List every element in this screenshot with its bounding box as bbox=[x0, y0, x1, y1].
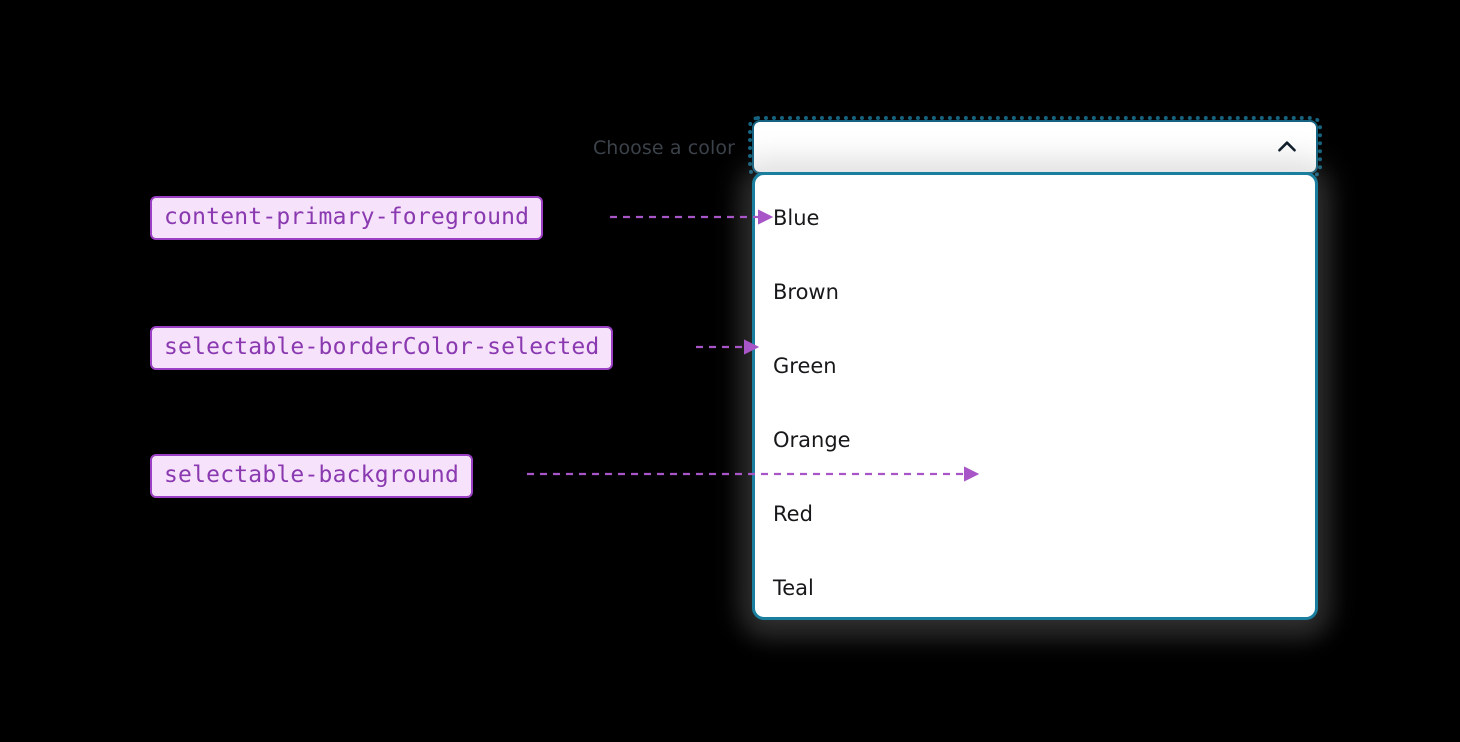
dropdown-option-orange[interactable]: Orange bbox=[773, 428, 851, 452]
annotation-token-selectable-background: selectable-background bbox=[150, 454, 473, 499]
color-select-control[interactable] bbox=[752, 120, 1318, 174]
dropdown-option-list: Blue Brown Green Orange Red Teal bbox=[755, 175, 1315, 617]
field-label: Choose a color bbox=[592, 137, 735, 159]
color-dropdown-panel[interactable]: Blue Brown Green Orange Red Teal bbox=[752, 172, 1318, 620]
annotation-token-selectable-bordercolor-selected: selectable-borderColor-selected bbox=[150, 326, 614, 371]
dropdown-option-green[interactable]: Green bbox=[773, 354, 837, 378]
dropdown-option-brown[interactable]: Brown bbox=[773, 280, 839, 304]
dropdown-option-blue[interactable]: Blue bbox=[773, 206, 820, 230]
dropdown-option-teal[interactable]: Teal bbox=[773, 576, 814, 600]
dropdown-option-red[interactable]: Red bbox=[773, 502, 813, 526]
annotation-token-content-primary-foreground: content-primary-foreground bbox=[150, 196, 544, 241]
